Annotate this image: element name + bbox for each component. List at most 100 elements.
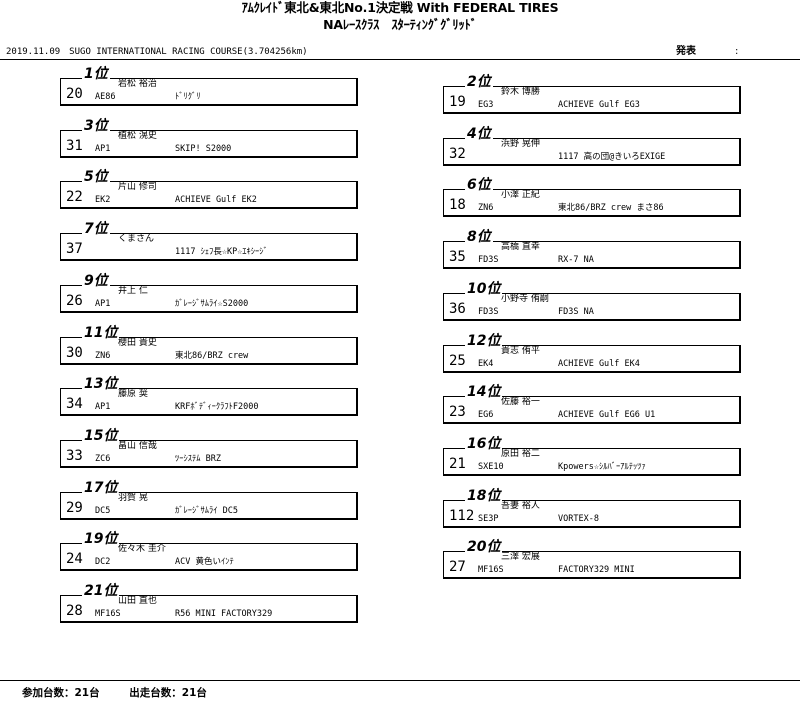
team-name: FACTORY329 MINI [558,565,635,575]
driver-name: 小澤 正紀 [501,190,540,200]
grid-position: 3位 [82,118,110,134]
entry-box [443,293,741,321]
entry-box [443,551,741,579]
car-number: 32 [449,146,466,162]
footer-rule [0,680,800,681]
car-number: 24 [66,551,83,567]
entry-box [443,448,741,476]
grid-position: 1位 [82,66,110,82]
grid-position: 10位 [465,281,503,297]
car-model: DC2 [95,557,111,567]
car-model: FD3S [478,307,499,317]
footer: 参加台数：21台 出走台数：21台 [22,687,233,700]
entry-box [60,233,358,261]
entries-count: 参加台数：21台 [22,687,100,699]
car-number: 34 [66,396,83,412]
grid-position: 6位 [465,177,493,193]
driver-name: 貴志 侑平 [501,346,540,356]
car-number: 21 [449,456,466,472]
driver-name: 畠山 信哉 [118,441,157,451]
entry-box [443,86,741,114]
car-number: 23 [449,404,466,420]
team-name: Kpowers☆ｼﾙﾊﾞｰｱﾙﾃｯﾂｧ [558,462,646,472]
entry-box [60,285,358,313]
car-model: DC5 [95,506,111,516]
entry-box [60,543,358,571]
team-name: ACV 黄色いｲﾝﾃ [175,557,234,567]
car-model: AP1 [95,299,111,309]
entry-box [60,337,358,365]
published-label: 発表 [676,46,696,57]
car-model: ZC6 [95,454,111,464]
driver-name: 鈴木 博勝 [501,87,540,97]
entry-box [443,396,741,424]
car-model: AP1 [95,144,111,154]
grid-position: 13位 [82,376,120,392]
grid-position: 19位 [82,531,120,547]
team-name: ACHIEVE Gulf EK4 [558,359,640,369]
team-name: ACHIEVE Gulf EG6 U1 [558,410,656,420]
entry-box [60,130,358,158]
grid-position: 16位 [465,436,503,452]
driver-name: 高橋 直幸 [501,242,540,252]
car-number: 19 [449,94,466,110]
car-number: 26 [66,293,83,309]
entry-box [443,500,741,528]
grid-entry: 19位 24 佐々木 圭介 DC2 ACV 黄色いｲﾝﾃ [60,531,360,571]
car-model: FD3S [478,255,499,265]
car-model: AP1 [95,402,111,412]
grid-position: 21位 [82,583,120,599]
entry-box [443,241,741,269]
driver-name: 岩松 裕治 [118,79,157,89]
car-model: MF16S [478,565,504,575]
grid-position: 4位 [465,126,493,142]
team-name: ﾄﾞﾘｸﾞﾘ [175,92,201,102]
driver-name: 佐々木 圭介 [118,544,166,554]
grid-position: 14位 [465,384,503,400]
published-colon: : [735,46,739,57]
driver-name: 植松 滉史 [118,131,157,141]
car-number: 36 [449,301,466,317]
car-number: 28 [66,603,83,619]
team-name: R56 MINI FACTORY329 [175,609,273,619]
entry-box [443,345,741,373]
grid-position: 12位 [465,333,503,349]
team-name: ﾂｰｼｽﾃﾑ BRZ [175,454,221,464]
driver-name: 三澤 宏展 [501,552,540,562]
driver-name: 藤原 奨 [118,389,148,399]
car-number: 30 [66,345,83,361]
event-info: 2019.11.09 SUGO INTERNATIONAL RACING COU… [6,47,308,57]
driver-name: 櫻田 貴史 [118,338,157,348]
driver-name: 原田 裕二 [501,449,540,459]
driver-name: 吾妻 裕人 [501,501,540,511]
driver-name: くまさん [118,234,155,244]
car-number: 27 [449,559,466,575]
driver-name: 井上 仁 [118,286,148,296]
team-name: 東北86/BRZ crew [175,351,249,361]
car-number: 22 [66,189,83,205]
grid-position: 17位 [82,480,120,496]
page-title-line1: ｱﾑｸﾚｲﾄﾞ東北&東北No.1決定戦 With FEDERAL TIRES [241,0,559,15]
driver-name: 小野寺 侑嗣 [501,294,549,304]
car-model: EG3 [478,100,494,110]
entry-box [60,78,358,106]
team-name: ACHIEVE Gulf EK2 [175,195,257,205]
car-model: EG6 [478,410,494,420]
team-name: 1117 高の団@きいろEXIGE [558,152,666,162]
team-name: ｶﾞﾚｰｼﾞｻﾑﾗｲ☆S2000 [175,299,249,309]
driver-name: 山田 直也 [118,596,157,606]
